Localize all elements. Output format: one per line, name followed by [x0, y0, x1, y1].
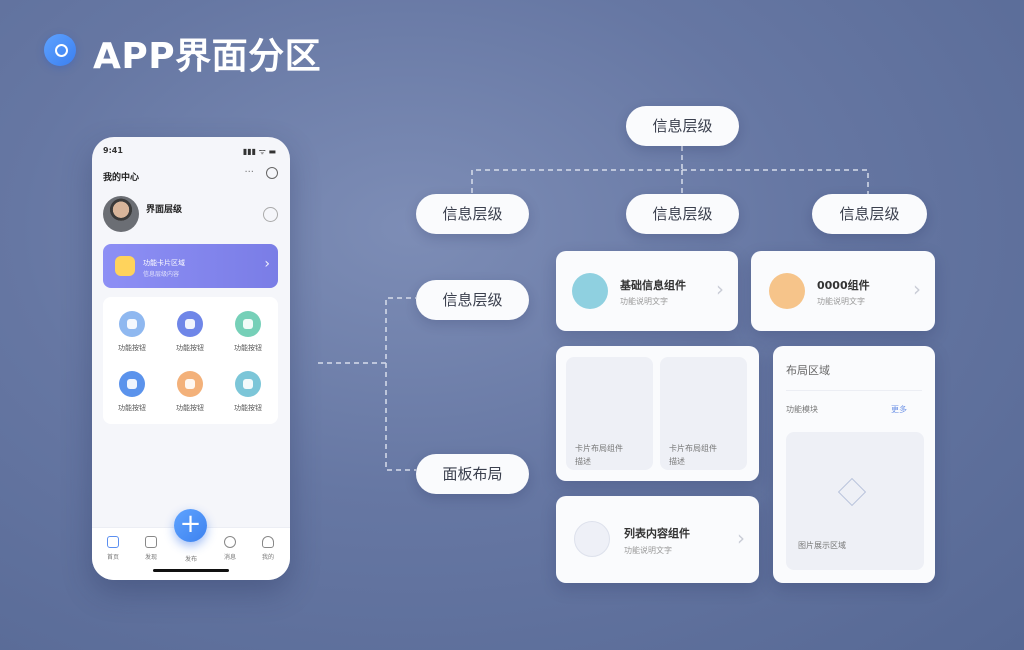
grid-item-label: 功能按钮: [176, 404, 204, 412]
card-title: 0000组件: [817, 279, 870, 292]
grid-item-label: 功能按钮: [118, 344, 146, 352]
app-title: 我的中心: [103, 173, 140, 183]
user-icon: [262, 536, 274, 548]
tab-publish[interactable]: 发布: [184, 556, 197, 563]
grid-item-label: 功能按钮: [234, 404, 262, 412]
grid-item[interactable]: 功能按钮: [103, 303, 161, 363]
avatar[interactable]: [103, 196, 139, 232]
home-icon: [107, 536, 119, 548]
chevron-right-icon: ›: [716, 277, 724, 301]
tab-messages[interactable]: 消息: [211, 536, 249, 561]
layout-tile[interactable]: 卡片布局组件 描述: [660, 357, 747, 470]
function-icon: [235, 311, 261, 337]
pill-level-c: 信息层级: [812, 194, 927, 234]
image-placeholder: 图片展示区域: [786, 432, 924, 570]
card-subtitle: 功能说明文字: [817, 297, 865, 306]
connector-top: [471, 146, 869, 195]
chevron-right-icon: ›: [264, 256, 270, 272]
function-icon: [177, 371, 203, 397]
panel-row-label: 功能模块: [786, 405, 818, 414]
tile-sub: 描述: [669, 457, 685, 466]
function-grid: 功能按钮 功能按钮 功能按钮 功能按钮 功能按钮 功能按钮: [103, 297, 278, 424]
home-indicator: [153, 569, 229, 572]
tile-panel: 卡片布局组件 描述 卡片布局组件 描述: [556, 346, 759, 481]
list-card[interactable]: 列表内容组件 功能说明文字 ›: [556, 496, 759, 583]
page-title: APP界面分区: [93, 36, 322, 77]
add-button[interactable]: +: [174, 509, 207, 542]
layout-tile[interactable]: 卡片布局组件 描述: [566, 357, 653, 470]
function-icon: [235, 371, 261, 397]
tab-home[interactable]: 首页: [94, 536, 132, 561]
phone-mockup: 9:41 ▮▮▮ ᯤ ▬ 我的中心 ··· 界面层级 功能卡片区域 信息层级内容…: [92, 137, 290, 580]
banner-title: 功能卡片区域: [143, 259, 185, 267]
message-icon: [224, 536, 236, 548]
tile-sub: 描述: [575, 457, 591, 466]
card-title: 基础信息组件: [620, 279, 686, 292]
grid-item[interactable]: 功能按钮: [219, 303, 277, 363]
chevron-right-icon: ›: [913, 277, 921, 301]
tile-label: 卡片布局组件: [575, 444, 623, 453]
pill-top-level: 信息层级: [626, 106, 739, 146]
pill-left-lower: 面板布局: [416, 454, 529, 494]
more-link[interactable]: 更多: [891, 405, 907, 414]
panel-title: 布局区域: [786, 364, 830, 377]
card-subtitle: 功能说明文字: [620, 297, 668, 306]
pill-level-a: 信息层级: [416, 194, 529, 234]
image-caption: 图片展示区域: [798, 541, 846, 550]
grid-item-label: 功能按钮: [234, 344, 262, 352]
tab-profile[interactable]: 我的: [249, 536, 287, 561]
document-icon: [769, 273, 805, 309]
info-card-1[interactable]: 基础信息组件 功能说明文字 ›: [556, 251, 738, 331]
function-icon: [177, 311, 203, 337]
discover-icon: [145, 536, 157, 548]
divider: [786, 390, 922, 391]
card-title: 列表内容组件: [624, 527, 690, 540]
grid-item[interactable]: 功能按钮: [103, 363, 161, 423]
tab-discover[interactable]: 发现: [132, 536, 170, 561]
right-panel: 布局区域 功能模块 更多 图片展示区域: [773, 346, 935, 583]
function-icon: [119, 371, 145, 397]
grid-item-label: 功能按钮: [118, 404, 146, 412]
feature-banner[interactable]: 功能卡片区域 信息层级内容 ›: [103, 244, 278, 288]
grid-item-label: 功能按钮: [176, 344, 204, 352]
connector-left: [318, 297, 416, 471]
grid-item[interactable]: 功能按钮: [219, 363, 277, 423]
status-time: 9:41: [103, 146, 123, 155]
user-radio-button[interactable]: [263, 207, 278, 222]
list-icon: [574, 521, 610, 557]
pill-left-upper: 信息层级: [416, 280, 529, 320]
tile-label: 卡片布局组件: [669, 444, 717, 453]
user-name: 界面层级: [146, 205, 183, 215]
pill-level-b: 信息层级: [626, 194, 739, 234]
banner-icon: [115, 256, 135, 276]
grid-item[interactable]: 功能按钮: [161, 363, 219, 423]
banner-subtitle: 信息层级内容: [143, 271, 180, 278]
more-icon[interactable]: ···: [244, 167, 254, 178]
chat-bubble-icon: [44, 34, 76, 66]
grid-item[interactable]: 功能按钮: [161, 303, 219, 363]
function-icon: [119, 311, 145, 337]
badge-icon: [572, 273, 608, 309]
chevron-right-icon: ›: [737, 526, 745, 550]
target-icon[interactable]: [266, 167, 278, 179]
card-subtitle: 功能说明文字: [624, 546, 672, 555]
image-icon: [837, 477, 867, 507]
info-card-2[interactable]: 0000组件 功能说明文字 ›: [751, 251, 935, 331]
status-signal-icons: ▮▮▮ ᯤ ▬: [242, 147, 276, 156]
